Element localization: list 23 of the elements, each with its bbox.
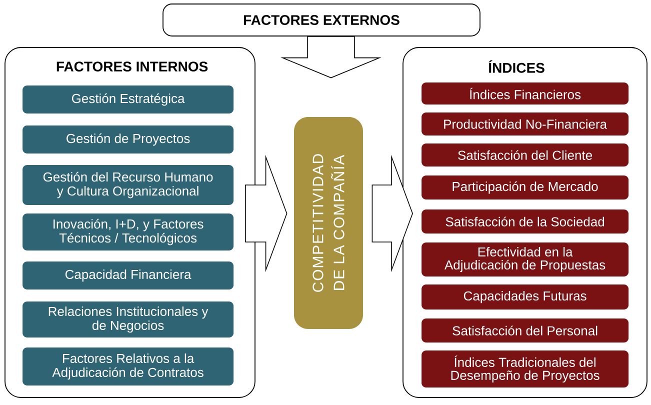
block-arrow [372, 154, 413, 272]
item-box: Gestión Estratégica [22, 86, 234, 114]
block-arrow [245, 154, 288, 272]
block-arrow [280, 36, 382, 78]
item-box: Satisfacción del Cliente [422, 144, 629, 167]
item-box: Gestión de Proyectos [22, 126, 234, 154]
item-box: Índices Tradicionales del Desempeño de Proyectos [422, 350, 629, 388]
item-box: Factores Relativos a la Adjudicación de Contratos [22, 348, 234, 386]
item-box: Satisfacción de la Sociedad [422, 210, 629, 234]
rounded-box: COMPETITIVIDAD DE LA COMPAÑÍA [294, 117, 363, 329]
item-box: Satisfacción del Personal [422, 318, 629, 343]
item-box: Productividad No-Financiera [422, 112, 629, 136]
item-box: Capacidad Financiera [22, 262, 234, 290]
item-box: Participación de Mercado [422, 176, 629, 200]
panel-heading: ÍNDICES [488, 60, 544, 73]
item-box: Efectividad en la Adjudicación de Propuestas [422, 242, 629, 277]
panel-heading: FACTORES INTERNOS [56, 62, 208, 72]
item-box: Índices Financieros [422, 82, 629, 105]
rounded-box: FACTORES EXTERNOS [162, 4, 480, 36]
item-box: Capacidades Futuras [422, 284, 629, 310]
item-box: Inovación, I+D, y Factores Técnicos / Tecnológicos [22, 214, 234, 251]
item-box: Gestión del Recurso Humano y Cultura Organizacional [22, 165, 234, 206]
item-box: Relaciones Institucionales y de Negocios [22, 302, 234, 338]
